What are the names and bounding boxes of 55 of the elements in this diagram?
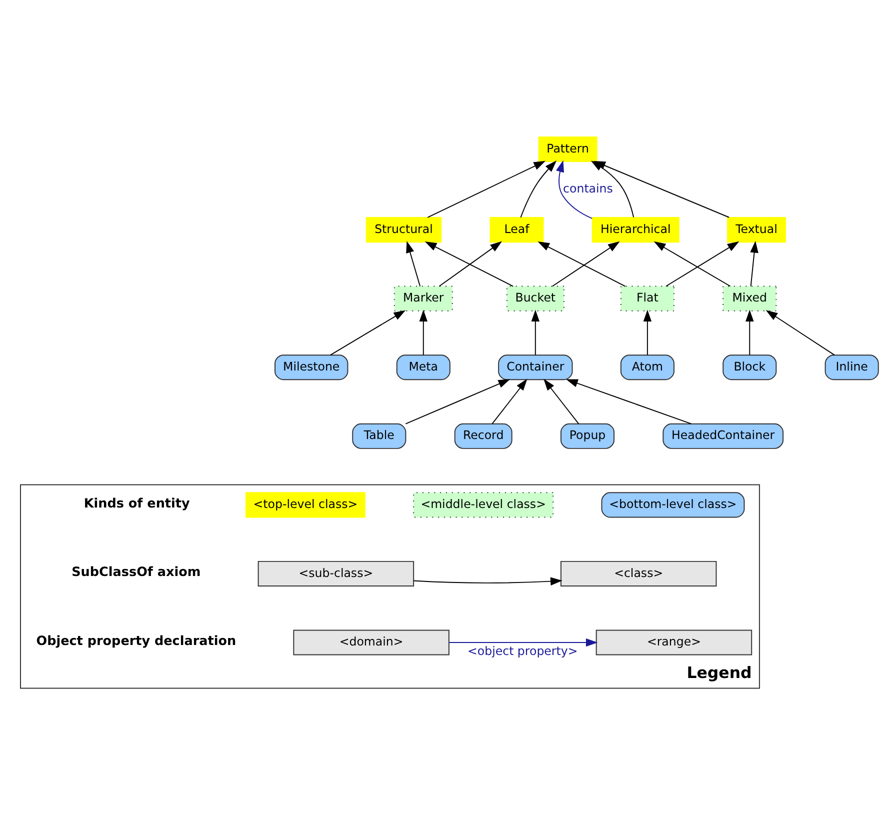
arrow [654, 241, 731, 287]
node-box: <middle-level class> [413, 492, 554, 518]
node-box: <top-level class> [246, 492, 366, 518]
label: Object property declaration [36, 634, 236, 649]
arrow [448, 638, 598, 647]
arrow [413, 577, 562, 586]
node-box: <class> [560, 560, 717, 586]
arrow [330, 310, 406, 356]
arrow [665, 241, 740, 287]
node-box: Pattern [538, 136, 598, 162]
label: SubClassOf axiom [72, 565, 201, 580]
node-box: Record [454, 423, 512, 449]
node-box: Block [722, 354, 777, 380]
node-box: <sub-class> [258, 560, 414, 586]
node-box: Leaf [490, 217, 544, 243]
node-box: Table [352, 423, 406, 449]
arrow [538, 241, 626, 287]
arrow [427, 160, 546, 218]
node-box: HeadedContainer [662, 423, 784, 449]
arrow [544, 378, 580, 424]
node-box: Hierarchical [592, 217, 680, 243]
node-box: <range> [596, 630, 752, 656]
node-box: <domain> [293, 630, 450, 656]
node-box: Marker [394, 286, 453, 312]
arrow [643, 310, 652, 356]
node-box: Container [498, 354, 573, 380]
label: Kinds of entity [84, 496, 190, 512]
arrow [556, 160, 593, 219]
arrow [492, 378, 528, 424]
node-box: Bucket [506, 286, 564, 312]
arrow [520, 160, 557, 218]
arrow [405, 379, 510, 424]
arrow [419, 310, 428, 356]
node-box: Milestone [274, 354, 348, 380]
arrow [552, 241, 620, 287]
edge-label: contains [563, 182, 613, 196]
node-box: Popup [560, 423, 615, 449]
node-box: Structural [366, 217, 442, 243]
node-box: Inline [824, 354, 879, 380]
edge-label: <object property> [468, 644, 578, 658]
arrow [406, 240, 421, 287]
arrow [746, 310, 754, 356]
node-box: Textual [727, 217, 786, 243]
node-box: Meta [396, 354, 450, 380]
node-box: Flat [620, 286, 674, 312]
node-box: <bottom-level class> [601, 492, 745, 518]
arrow [438, 241, 502, 287]
node-box: Atom [620, 354, 674, 380]
arrow [566, 379, 692, 424]
arrow [750, 240, 758, 287]
arrow [424, 241, 514, 287]
node-box: Mixed [722, 286, 777, 312]
arrow [766, 310, 835, 356]
arrow [594, 160, 730, 218]
arrow [531, 310, 540, 356]
